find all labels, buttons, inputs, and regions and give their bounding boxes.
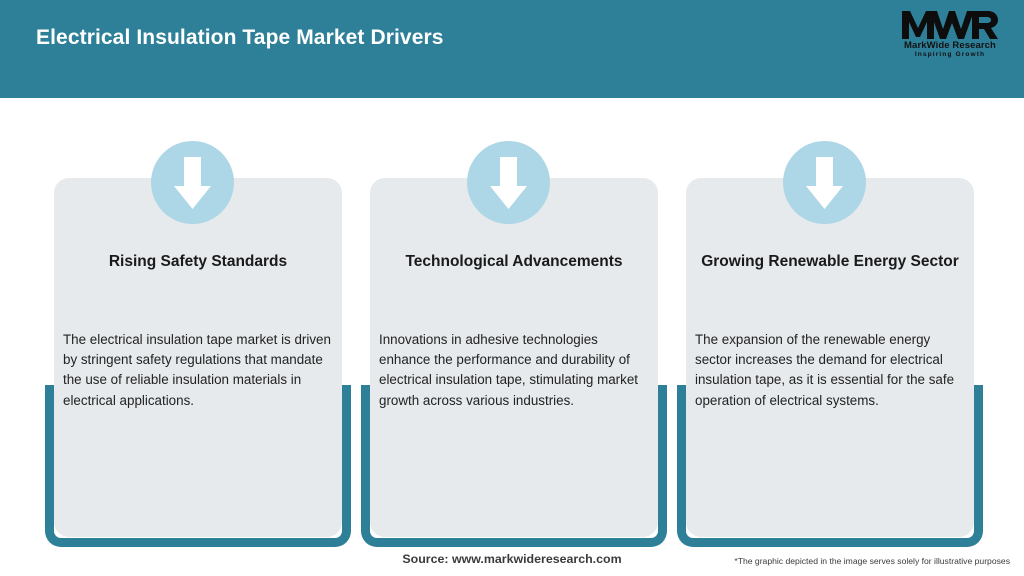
arrow-down-glyph-1 [174,157,211,209]
card-bracket-2 [361,385,667,547]
arrow-down-icon-3 [783,141,866,224]
logo-tagline: Inspiring Growth [914,51,986,58]
source-label: Source: www.markwideresearch.com [402,552,622,566]
logo-company-name: MarkWide Research [904,40,996,51]
card-body-3: The expansion of the renewable energy se… [695,332,955,408]
arrow-down-glyph-2 [490,157,527,209]
card-title-1: Rising Safety Standards [108,253,288,270]
disclaimer-label: *The graphic depicted in the image serve… [734,556,1010,566]
arrow-down-icon-2 [467,141,550,224]
card-title-2: Technological Advancements [405,253,623,270]
card-body-1: The electrical insulation tape market is… [63,332,331,408]
markwide-research-logo: MarkWide Research Inspiring Growth [894,10,1006,64]
card-panel-1[interactable]: Rising Safety Standards The electrical i… [54,178,342,537]
card-bracket-3 [677,385,983,547]
card-body-2: Innovations in adhesive technologies enh… [379,332,639,408]
page-title: Electrical Insulation Tape Market Driver… [36,26,444,49]
card-panel-2[interactable]: Technological Advancements Innovations i… [370,178,658,537]
card-panel-3[interactable]: Growing Renewable Energy Sector The expa… [686,178,974,537]
mwr-monogram-icon [902,11,998,39]
arrow-down-glyph-3 [806,157,843,209]
card-title-3: Growing Renewable Energy Sector [701,253,959,270]
header-bar: Electrical Insulation Tape Market Driver… [0,0,1024,98]
card-bracket-1 [45,385,351,547]
arrow-down-icon-1 [151,141,234,224]
